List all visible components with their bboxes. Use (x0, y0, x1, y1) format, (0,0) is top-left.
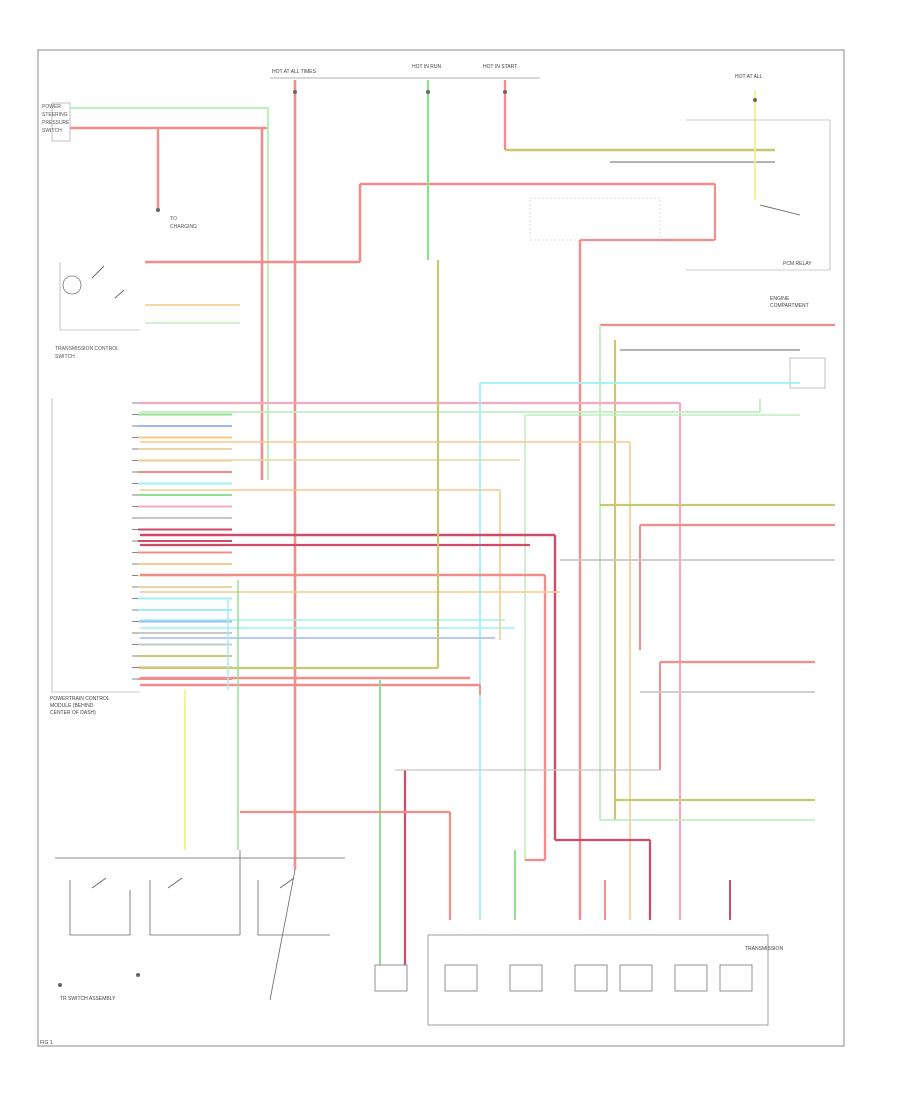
svg-text:FIG 1: FIG 1 (40, 1040, 53, 1046)
svg-text:TO: TO (170, 216, 177, 222)
svg-text:CENTER OF DASH): CENTER OF DASH) (50, 710, 96, 716)
svg-text:SWITCH: SWITCH (55, 354, 75, 360)
svg-text:MODULE (BEHIND: MODULE (BEHIND (50, 703, 94, 709)
pcm-connector: POWERTRAIN CONTROL MODULE (BEHIND CENTER… (50, 398, 140, 716)
svg-text:TR SWITCH ASSEMBLY: TR SWITCH ASSEMBLY (60, 996, 116, 1002)
upper-right-relay-area: PCM RELAY ENGINE COMPARTMENT (529, 119, 835, 920)
svg-text:HOT IN START: HOT IN START (483, 64, 517, 70)
diagram-border (37, 49, 845, 1047)
svg-text:TRANSMISSION CONTROL: TRANSMISSION CONTROL (55, 346, 119, 352)
svg-text:POWER: POWER (42, 104, 61, 110)
svg-text:POWERTRAIN CONTROL: POWERTRAIN CONTROL (50, 696, 110, 702)
fuse-feeds: HOT AT ALL TIMES HOT IN RUN HOT IN START… (270, 64, 775, 870)
svg-text:TRANSMISSION: TRANSMISSION (745, 946, 783, 952)
svg-text:HOT IN RUN: HOT IN RUN (412, 64, 441, 70)
svg-text:HOT AT ALL TIMES: HOT AT ALL TIMES (272, 69, 317, 75)
svg-text:COMPARTMENT: COMPARTMENT (770, 303, 809, 309)
svg-text:CHARGING: CHARGING (170, 224, 197, 230)
long-wires (140, 260, 835, 965)
svg-text:SWITCH: SWITCH (42, 128, 62, 134)
svg-text:PCM RELAY: PCM RELAY (783, 261, 812, 267)
bottom-components: TR SWITCH ASSEMBLY TRANSMISSION FIG 1 (40, 850, 783, 1046)
svg-text:HOT AT ALL: HOT AT ALL (735, 74, 763, 80)
svg-text:PRESSURE: PRESSURE (42, 120, 70, 126)
svg-text:ENGINE: ENGINE (770, 296, 790, 302)
upper-left-sensor-area: POWER STEERING PRESSURE SWITCH TRANSMISS… (42, 102, 715, 480)
svg-text:STEERING: STEERING (42, 112, 68, 118)
